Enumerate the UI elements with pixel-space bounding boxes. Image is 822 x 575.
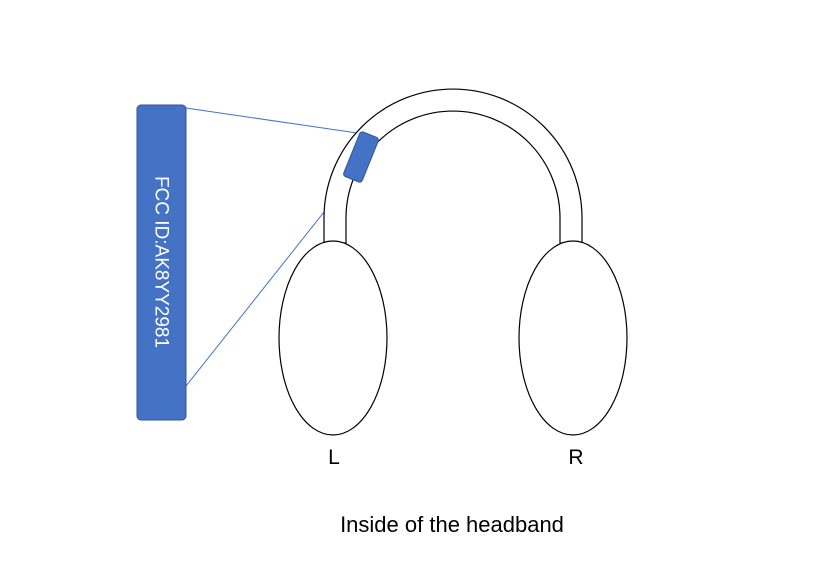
- fcc-id-label: [136, 104, 187, 421]
- caption: Inside of the headband: [340, 512, 564, 537]
- callout-line-bottom: [185, 177, 352, 387]
- headband-label-patch: [343, 131, 379, 183]
- headband: [323, 88, 583, 244]
- left-label: L: [328, 446, 340, 469]
- left-earcup: [278, 240, 388, 436]
- right-earcup: [518, 240, 628, 436]
- fcc-id-text: FCC ID:AK8YY2981: [151, 176, 172, 348]
- callout-line-top: [185, 107, 365, 135]
- right-label: R: [568, 446, 583, 469]
